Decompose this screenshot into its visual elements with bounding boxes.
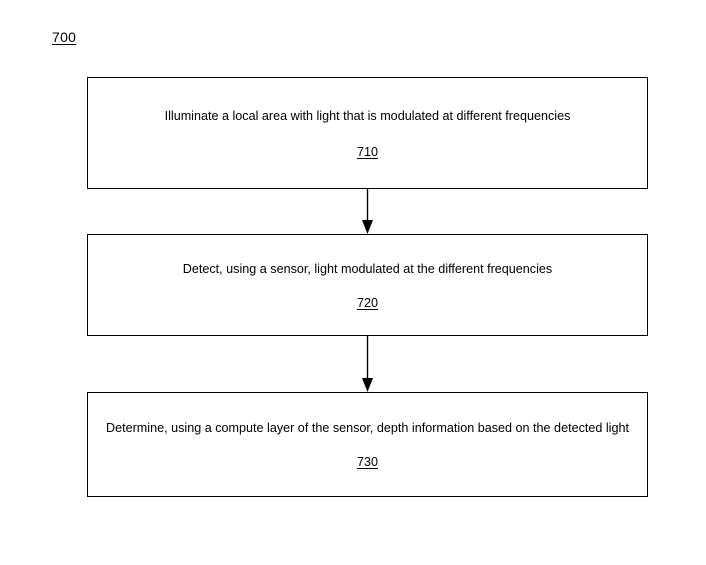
flow-step-710: Illuminate a local area with light that … xyxy=(87,77,648,189)
arrow-710-to-720 xyxy=(361,189,374,234)
flow-step-720-reference-numeral: 720 xyxy=(356,295,378,310)
flow-step-710-reference-numeral: 710 xyxy=(356,144,378,159)
flow-step-710-text: Illuminate a local area with light that … xyxy=(164,108,571,123)
figure-number-label: 700 xyxy=(52,29,77,45)
flow-step-730: Determine, using a compute layer of the … xyxy=(87,392,648,497)
flow-step-720: Detect, using a sensor, light modulated … xyxy=(87,234,648,336)
flow-step-730-text: Determine, using a compute layer of the … xyxy=(106,421,629,435)
flow-step-720-text: Detect, using a sensor, light modulated … xyxy=(182,261,553,276)
down-arrow-icon xyxy=(362,336,373,392)
arrow-720-to-730 xyxy=(361,336,374,392)
down-arrow-icon xyxy=(362,189,373,234)
flow-step-730-reference-numeral: 730 xyxy=(356,455,378,469)
